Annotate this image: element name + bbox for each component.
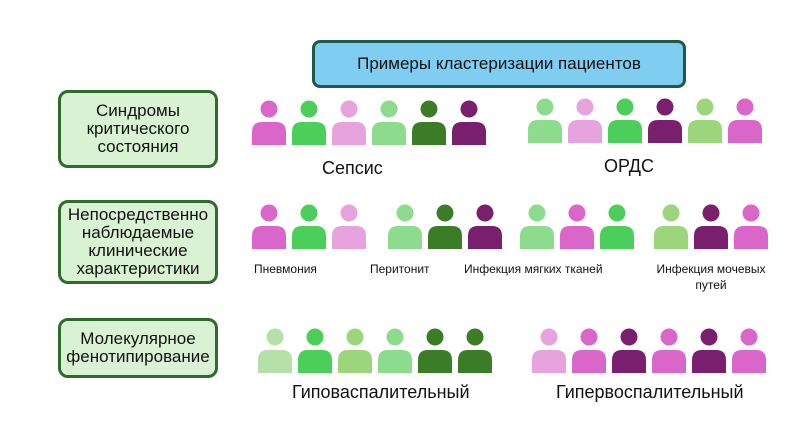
- patient-icon: [732, 328, 766, 373]
- patient-group-hyperinflammatory: [530, 326, 768, 374]
- patient-icon: [428, 204, 462, 249]
- patient-icon: [452, 100, 486, 145]
- patient-icon: [372, 100, 406, 145]
- patient-icon: [648, 98, 682, 143]
- patient-icon: [652, 328, 686, 373]
- patient-icon: [572, 328, 606, 373]
- group-label-pneumonia: Пневмония: [254, 262, 317, 276]
- patient-group-peritonitis: [386, 202, 504, 250]
- patient-icon: [612, 328, 646, 373]
- patient-icon: [728, 98, 762, 143]
- patient-icon: [418, 328, 452, 373]
- patient-icon: [458, 328, 492, 373]
- patient-group-pneumonia: [250, 202, 368, 250]
- patient-icon: [388, 204, 422, 249]
- patient-icon: [292, 204, 326, 249]
- patient-icon: [560, 204, 594, 249]
- category-molecular-phenotyping: Молекулярное фенотипирование: [58, 318, 218, 378]
- patient-icon: [608, 98, 642, 143]
- patient-icon: [692, 328, 726, 373]
- diagram-title: Примеры кластеризации пациентов: [312, 40, 686, 88]
- patient-icon: [292, 100, 326, 145]
- patient-icon: [252, 100, 286, 145]
- patient-icon: [378, 328, 412, 373]
- patient-icon: [332, 204, 366, 249]
- group-label-peritonitis: Перитонит: [370, 262, 430, 276]
- group-label-soft-tissue: Инфекция мягких тканей: [464, 262, 603, 276]
- patient-icon: [532, 328, 566, 373]
- patient-icon: [688, 98, 722, 143]
- group-label-hypoinflammatory: Гиповаспалительный: [292, 382, 470, 402]
- patient-group-soft-tissue: [518, 202, 636, 250]
- patient-group-ards: [526, 96, 764, 144]
- group-label-ards: ОРДС: [604, 156, 654, 176]
- group-label-sepsis: Сепсис: [322, 158, 383, 178]
- category-critical-syndromes: Синдромы критического состояния: [58, 90, 218, 168]
- patient-icon: [252, 204, 286, 249]
- patient-icon: [298, 328, 332, 373]
- patient-icon: [694, 204, 728, 249]
- patient-icon: [332, 100, 366, 145]
- patient-icon: [468, 204, 502, 249]
- patient-icon: [520, 204, 554, 249]
- patient-icon: [568, 98, 602, 143]
- category-clinical-features: Непосредственно наблюдаемые клинические …: [58, 200, 218, 284]
- patient-group-hypoinflammatory: [256, 326, 494, 374]
- patient-icon: [412, 100, 446, 145]
- patient-icon: [338, 328, 372, 373]
- patient-icon: [528, 98, 562, 143]
- patient-icon: [600, 204, 634, 249]
- patient-icon: [258, 328, 292, 373]
- patient-icon: [654, 204, 688, 249]
- group-label-urinary: Инфекция мочевых путей: [656, 262, 766, 292]
- patient-group-sepsis: [250, 98, 488, 146]
- patient-group-urinary: [652, 202, 770, 250]
- patient-icon: [734, 204, 768, 249]
- group-label-hyperinflammatory: Гипервоспалительный: [556, 382, 744, 402]
